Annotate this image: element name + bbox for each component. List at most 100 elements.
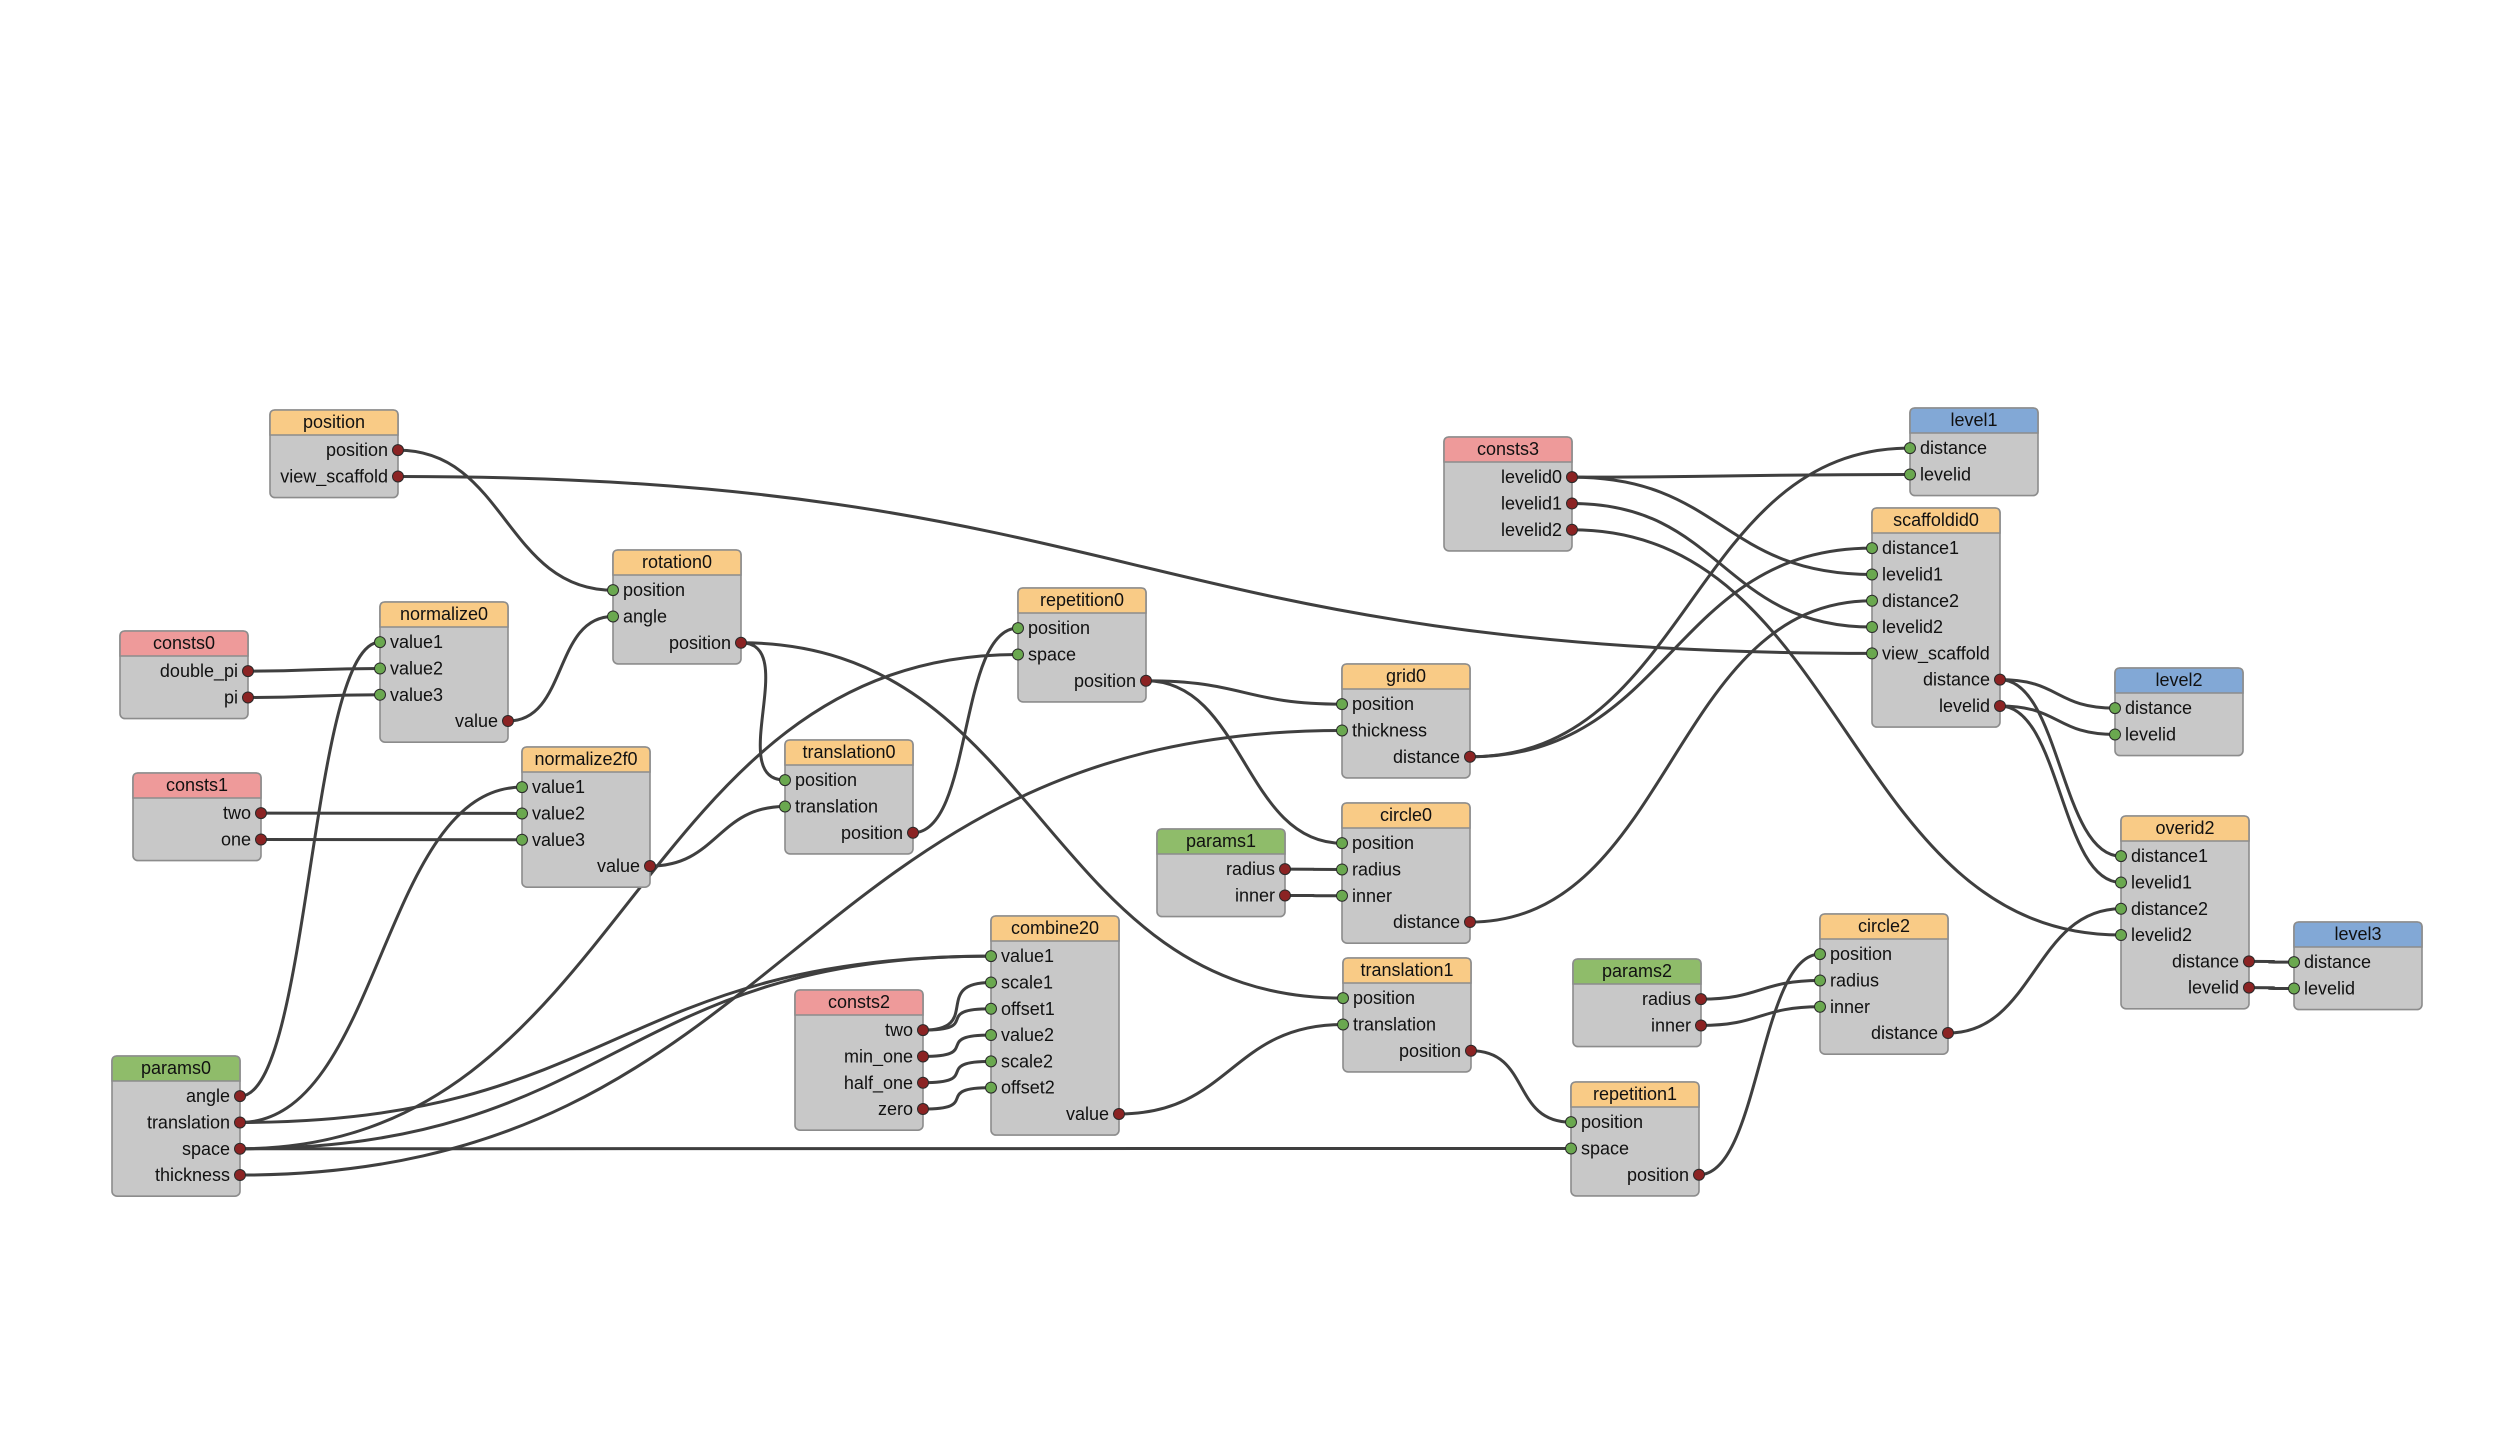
- wire-scaffoldid0-levelid-to-level2-levelid[interactable]: [1999, 704, 2116, 736]
- output-port-two[interactable]: [917, 1024, 929, 1037]
- input-port-radius[interactable]: [1814, 974, 1826, 987]
- output-port-levelid[interactable]: [1994, 699, 2006, 712]
- output-port-value[interactable]: [1113, 1107, 1125, 1120]
- wire-consts3-levelid2-to-overid2-levelid2[interactable]: [1571, 528, 2122, 937]
- input-port-value3[interactable]: [516, 833, 528, 846]
- node-header[interactable]: [1570, 1081, 1700, 1108]
- wire-position-position-to-rotation0-position[interactable]: [397, 448, 614, 592]
- wire-scaffoldid0-distance-to-level2-distance[interactable]: [1999, 678, 2116, 710]
- input-port-inner[interactable]: [1814, 1000, 1826, 1013]
- input-port-space[interactable]: [1012, 648, 1024, 661]
- wire-combine20-value-to-translation1-translation[interactable]: [1118, 1022, 1344, 1116]
- node-header[interactable]: [2114, 667, 2244, 694]
- wire-rotation0-position-to-translation0-position[interactable]: [740, 641, 786, 782]
- output-port-half_one[interactable]: [917, 1076, 929, 1089]
- node-header[interactable]: [1572, 958, 1702, 985]
- input-port-value2[interactable]: [374, 662, 386, 675]
- input-port-inner[interactable]: [1336, 889, 1348, 902]
- input-port-value2[interactable]: [516, 807, 528, 820]
- node-header[interactable]: [132, 772, 262, 799]
- wire-consts0-pi-to-normalize0-value3[interactable]: [247, 693, 381, 699]
- input-port-space[interactable]: [1565, 1142, 1577, 1155]
- input-port-levelid1[interactable]: [1866, 568, 1878, 581]
- output-port-position[interactable]: [907, 826, 919, 839]
- node-scaffoldid0[interactable]: scaffoldid0distance1levelid1distance2lev…: [1866, 507, 2006, 728]
- wire-params0-translation-to-normalize2f0-value1[interactable]: [239, 785, 523, 1124]
- output-port-value[interactable]: [502, 715, 514, 728]
- output-port-space[interactable]: [234, 1142, 246, 1155]
- wire-normalize2f0-value-to-translation0-translation[interactable]: [649, 804, 786, 868]
- output-port-min_one[interactable]: [917, 1050, 929, 1063]
- node-combine20[interactable]: combine20value1scale1offset1value2scale2…: [985, 915, 1125, 1136]
- input-port-angle[interactable]: [607, 610, 619, 623]
- output-port-angle[interactable]: [234, 1090, 246, 1103]
- wire-consts0-double_pi-to-normalize0-value2[interactable]: [247, 666, 381, 673]
- output-port-levelid1[interactable]: [1566, 497, 1578, 510]
- input-port-levelid1[interactable]: [2115, 876, 2127, 889]
- input-port-position[interactable]: [1814, 948, 1826, 961]
- node-header[interactable]: [1341, 663, 1471, 690]
- wire-scaffoldid0-levelid-to-overid2-levelid1[interactable]: [1999, 704, 2122, 884]
- input-port-value1[interactable]: [985, 950, 997, 963]
- wire-consts2-two-to-combine20-scale1[interactable]: [922, 980, 992, 1032]
- input-port-position[interactable]: [607, 584, 619, 597]
- output-port-inner[interactable]: [1695, 1019, 1707, 1032]
- input-port-offset1[interactable]: [985, 1002, 997, 1015]
- wire-translation1-position-to-repetition1-position[interactable]: [1470, 1049, 1572, 1124]
- wire-grid0-distance-to-scaffoldid0-distance1[interactable]: [1469, 546, 1873, 759]
- input-port-position[interactable]: [1336, 698, 1348, 711]
- output-port-view_scaffold[interactable]: [392, 470, 404, 483]
- output-port-distance[interactable]: [1994, 673, 2006, 686]
- wire-overid2-distance-to-level3-distance[interactable]: [2248, 959, 2295, 964]
- node-header[interactable]: [1443, 436, 1573, 463]
- wire-consts2-two-to-combine20-offset1[interactable]: [922, 1007, 992, 1032]
- wire-scaffoldid0-distance-to-overid2-distance1[interactable]: [1999, 678, 2122, 858]
- input-port-distance[interactable]: [2288, 956, 2300, 969]
- input-port-position[interactable]: [1337, 992, 1349, 1005]
- input-port-view_scaffold[interactable]: [1866, 647, 1878, 660]
- wire-overid2-levelid-to-level3-levelid[interactable]: [2248, 986, 2295, 990]
- wire-consts2-zero-to-combine20-offset2[interactable]: [922, 1086, 992, 1111]
- output-port-thickness[interactable]: [234, 1169, 246, 1182]
- wire-consts3-levelid0-to-scaffoldid0-levelid1[interactable]: [1571, 475, 1873, 576]
- output-port-inner[interactable]: [1279, 889, 1291, 902]
- wire-params0-space-to-repetition0-space[interactable]: [239, 652, 1019, 1151]
- input-port-position[interactable]: [779, 774, 791, 787]
- input-port-scale1[interactable]: [985, 976, 997, 989]
- wire-normalize0-value-to-rotation0-angle[interactable]: [507, 614, 614, 723]
- input-port-translation[interactable]: [1337, 1018, 1349, 1031]
- node-header[interactable]: [612, 549, 742, 576]
- output-port-translation[interactable]: [234, 1116, 246, 1129]
- output-port-levelid0[interactable]: [1566, 471, 1578, 484]
- input-port-levelid[interactable]: [1904, 468, 1916, 481]
- input-port-scale2[interactable]: [985, 1055, 997, 1068]
- node-header[interactable]: [1342, 957, 1472, 984]
- output-port-radius[interactable]: [1279, 863, 1291, 876]
- input-port-position[interactable]: [1336, 837, 1348, 850]
- input-port-distance2[interactable]: [1866, 594, 1878, 607]
- output-port-position[interactable]: [1465, 1044, 1477, 1057]
- input-port-distance[interactable]: [2109, 702, 2121, 715]
- input-port-levelid[interactable]: [2109, 728, 2121, 741]
- wire-repetition0-position-to-grid0-position[interactable]: [1145, 679, 1343, 706]
- node-header[interactable]: [111, 1055, 241, 1082]
- input-port-value2[interactable]: [985, 1029, 997, 1042]
- output-port-position[interactable]: [1693, 1168, 1705, 1181]
- output-port-distance[interactable]: [1464, 916, 1476, 929]
- node-header[interactable]: [119, 630, 249, 657]
- node-header[interactable]: [521, 746, 651, 773]
